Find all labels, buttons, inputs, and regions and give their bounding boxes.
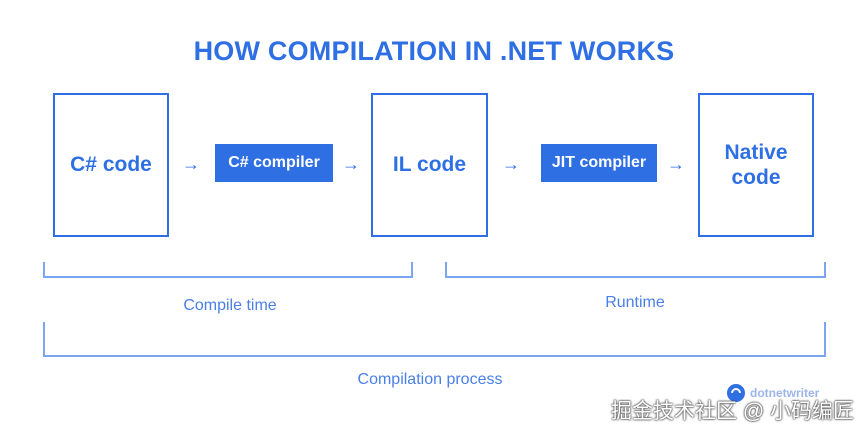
jit-compiler-node: JIT compiler [541, 144, 657, 182]
csharp-compiler-node: C# compiler [215, 144, 333, 182]
brand-logo: dotnetwriter [726, 383, 819, 403]
runtime-bracket [445, 262, 826, 278]
watermark-text: 掘金技术社区 @ 小码编匠 [611, 400, 854, 423]
csharp-code-label: C# code [70, 153, 152, 177]
native-code-box: Native code [698, 93, 814, 237]
arrow-right-icon: → [667, 154, 685, 174]
compile-time-label: Compile time [183, 297, 277, 314]
arrow-right-icon: → [502, 154, 520, 174]
compilation-process-bracket [43, 322, 826, 357]
dotnet-brand-icon [727, 384, 745, 402]
il-code-label: IL code [392, 153, 467, 177]
arrow-right-icon: → [182, 154, 200, 174]
native-code-label-line1: Native [724, 140, 788, 164]
compilation-process-label: Compilation process [357, 371, 503, 388]
jit-compiler-label: JIT compiler [551, 154, 647, 171]
compile-time-bracket [43, 262, 413, 278]
arrow-right-icon: → [342, 154, 360, 174]
native-code-label-line2: code [731, 166, 781, 189]
brand-name: dotnetwriter [750, 386, 820, 400]
runtime-label: Runtime [605, 294, 665, 311]
diagram-title: HOW COMPILATION IN .NET WORKS [193, 36, 675, 66]
il-code-box: IL code [371, 93, 488, 237]
csharp-compiler-label: C# compiler [228, 154, 320, 171]
csharp-code-box: C# code [53, 93, 169, 237]
